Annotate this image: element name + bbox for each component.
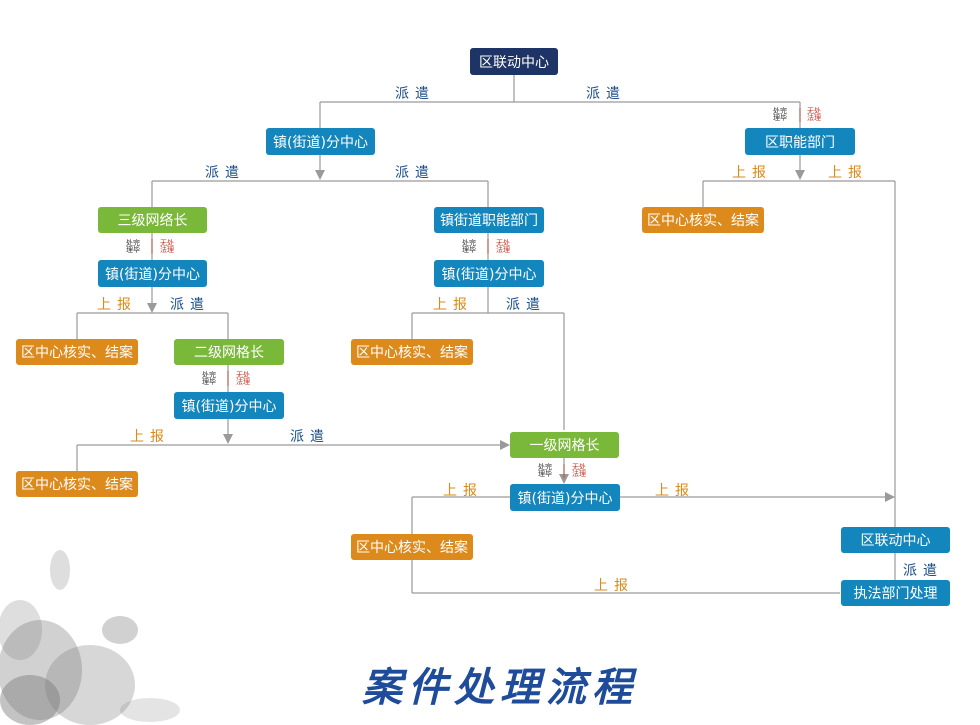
town-subcenter-node-5: 镇(街道)分中心	[510, 484, 620, 511]
grid-level3-node: 三级网络长	[98, 207, 207, 233]
district-verify-node-3: 区中心核实、结案	[351, 339, 473, 365]
enforcement-node: 执法部门处理	[841, 580, 950, 606]
district-verify-node-5: 区中心核实、结案	[351, 534, 473, 560]
grid-level1-node: 一级网格长	[510, 432, 619, 458]
unable-annotation: 无处法理	[572, 463, 586, 478]
district-verify-node-1: 区中心核实、结案	[642, 207, 764, 233]
dispatch-label: 派遣	[506, 297, 546, 313]
unable-annotation: 无处法理	[160, 239, 174, 254]
dispatch-label: 派遣	[170, 297, 210, 313]
unable-annotation: 无处法理	[496, 239, 510, 254]
report-label: 上报	[443, 483, 483, 499]
done-annotation: 处完理毕	[773, 107, 787, 122]
report-label: 上报	[433, 297, 473, 313]
dispatch-label: 派遣	[290, 429, 330, 445]
page-title: 案件处理流程	[362, 664, 638, 711]
report-label: 上报	[594, 578, 634, 594]
grid-level2-node: 二级网格长	[174, 339, 284, 365]
unable-annotation: 无处法理	[236, 371, 250, 386]
dispatch-label: 派遣	[903, 563, 943, 579]
report-label: 上报	[828, 165, 868, 181]
done-annotation: 处完理毕	[538, 463, 552, 478]
dispatch-label: 派遣	[395, 165, 435, 181]
dispatch-label: 派遣	[586, 86, 626, 102]
town-subcenter-node-3: 镇(街道)分中心	[434, 260, 544, 287]
district-center-top-node: 区联动中心	[470, 48, 558, 75]
district-verify-node-4: 区中心核实、结案	[16, 471, 138, 497]
report-label: 上报	[655, 483, 695, 499]
done-annotation: 处完理毕	[126, 239, 140, 254]
report-label: 上报	[130, 429, 170, 445]
dispatch-label: 派遣	[205, 165, 245, 181]
done-annotation: 处完理毕	[202, 371, 216, 386]
district-verify-node-2: 区中心核实、结案	[16, 339, 138, 365]
dispatch-label: 派遣	[395, 86, 435, 102]
unable-annotation: 无处法理	[807, 107, 821, 122]
town-dept-node: 镇街道职能部门	[434, 207, 544, 233]
ink-wash-landscape-decoration	[0, 550, 180, 725]
done-annotation: 处完理毕	[462, 239, 476, 254]
town-subcenter-node-4: 镇(街道)分中心	[174, 392, 284, 419]
town-subcenter-node-1: 镇(街道)分中心	[266, 128, 375, 155]
report-label: 上报	[732, 165, 772, 181]
district-center-bottom-node: 区联动中心	[841, 527, 950, 553]
town-subcenter-node-2: 镇(街道)分中心	[98, 260, 207, 287]
report-label: 上报	[97, 297, 137, 313]
district-dept-node: 区职能部门	[745, 128, 855, 155]
